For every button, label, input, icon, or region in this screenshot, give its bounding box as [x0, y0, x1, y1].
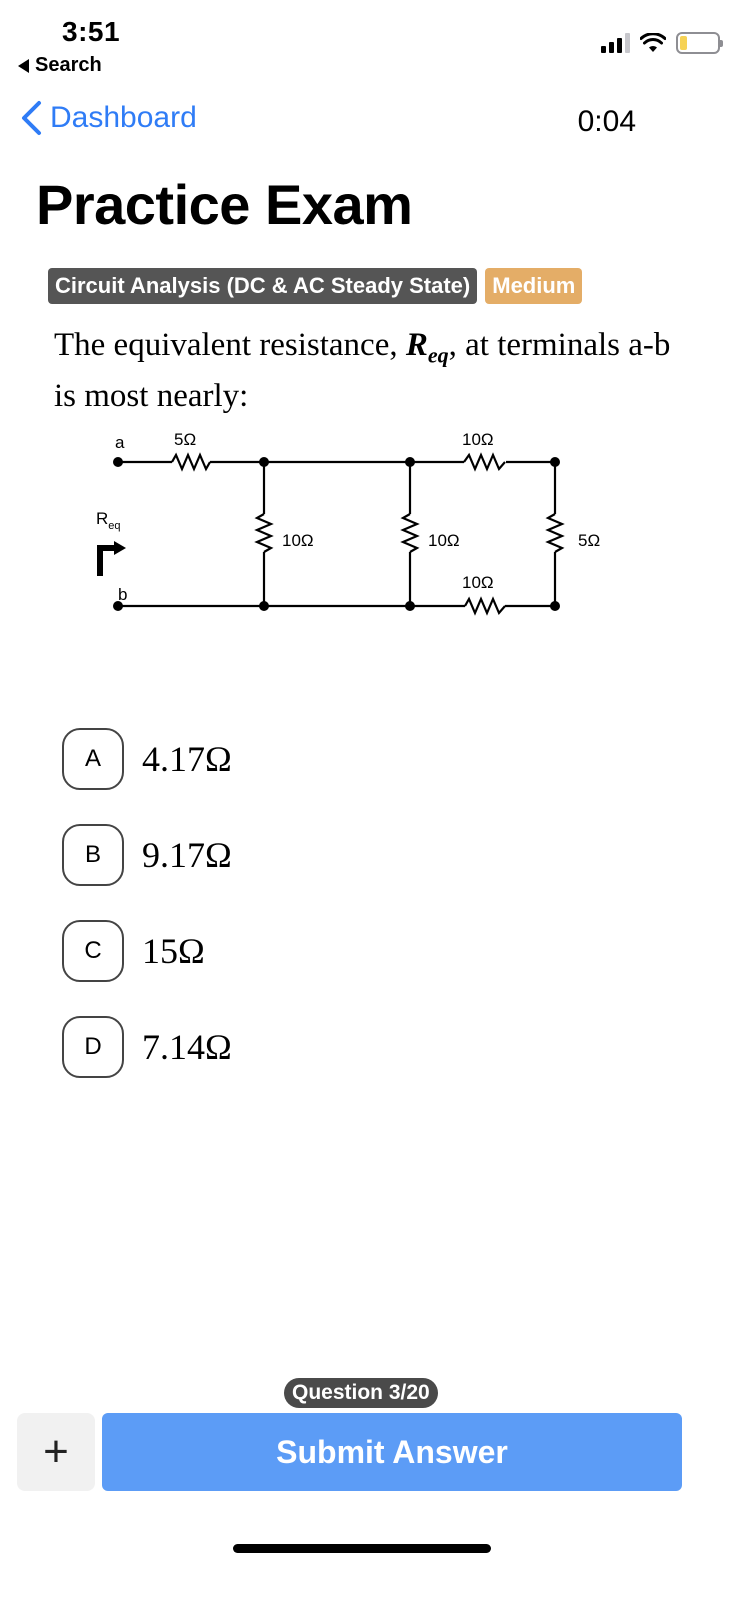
option-c[interactable]: C 15Ω — [62, 920, 205, 982]
option-a-value: 4.17Ω — [142, 739, 232, 779]
back-triangle-icon — [18, 58, 29, 73]
resistor-5-shunt3-label: 5Ω — [578, 531, 600, 550]
option-d[interactable]: D 7.14Ω — [62, 1016, 232, 1078]
terminal-b-label: b — [118, 585, 127, 604]
add-button[interactable]: + — [17, 1413, 95, 1491]
terminal-a-label: a — [115, 433, 125, 452]
chevron-left-icon — [22, 101, 41, 135]
resistor-10-bottom-label: 10Ω — [462, 573, 494, 592]
option-d-letter: D — [62, 1016, 124, 1078]
home-indicator[interactable] — [233, 1544, 491, 1553]
option-b-letter: B — [62, 824, 124, 886]
option-c-letter: C — [62, 920, 124, 982]
back-to-app-link[interactable]: Search — [18, 54, 102, 77]
option-b[interactable]: B 9.17Ω — [62, 824, 232, 886]
option-d-value: 7.14Ω — [142, 1027, 232, 1067]
exam-timer: 0:04 — [577, 105, 636, 138]
option-c-value: 15Ω — [142, 931, 205, 971]
option-a[interactable]: A 4.17Ω — [62, 728, 232, 790]
battery-icon — [676, 32, 723, 54]
option-b-value: 9.17Ω — [142, 835, 232, 875]
status-icons — [601, 32, 723, 54]
option-a-letter: A — [62, 728, 124, 790]
page-title: Practice Exam — [36, 173, 413, 236]
req-label: Req — [96, 509, 121, 532]
question-text: The equivalent resistance, Req, at termi… — [54, 327, 671, 414]
circuit-diagram: a b Req 5Ω 10Ω 10Ω 10Ω 10Ω 5Ω — [96, 430, 600, 616]
dashboard-back-button[interactable]: Dashboard — [20, 100, 197, 136]
topic-tag: Circuit Analysis (DC & AC Steady State) — [48, 268, 478, 304]
dashboard-back-label: Dashboard — [50, 101, 197, 134]
back-app-label: Search — [35, 54, 102, 76]
resistor-5-top-label: 5Ω — [174, 430, 196, 449]
question-tags: Circuit Analysis (DC & AC Steady State) … — [48, 268, 583, 304]
wifi-icon — [640, 33, 666, 52]
status-time: 3:51 — [62, 16, 121, 47]
resistor-10-shunt2-label: 10Ω — [428, 531, 460, 550]
question-count-badge: Question 3/20 — [284, 1378, 438, 1408]
resistor-10-top-label: 10Ω — [462, 430, 494, 449]
difficulty-tag: Medium — [485, 268, 583, 304]
cellular-signal-icon — [601, 33, 630, 53]
submit-answer-button[interactable]: Submit Answer — [102, 1413, 682, 1491]
resistor-10-shunt1-label: 10Ω — [282, 531, 314, 550]
